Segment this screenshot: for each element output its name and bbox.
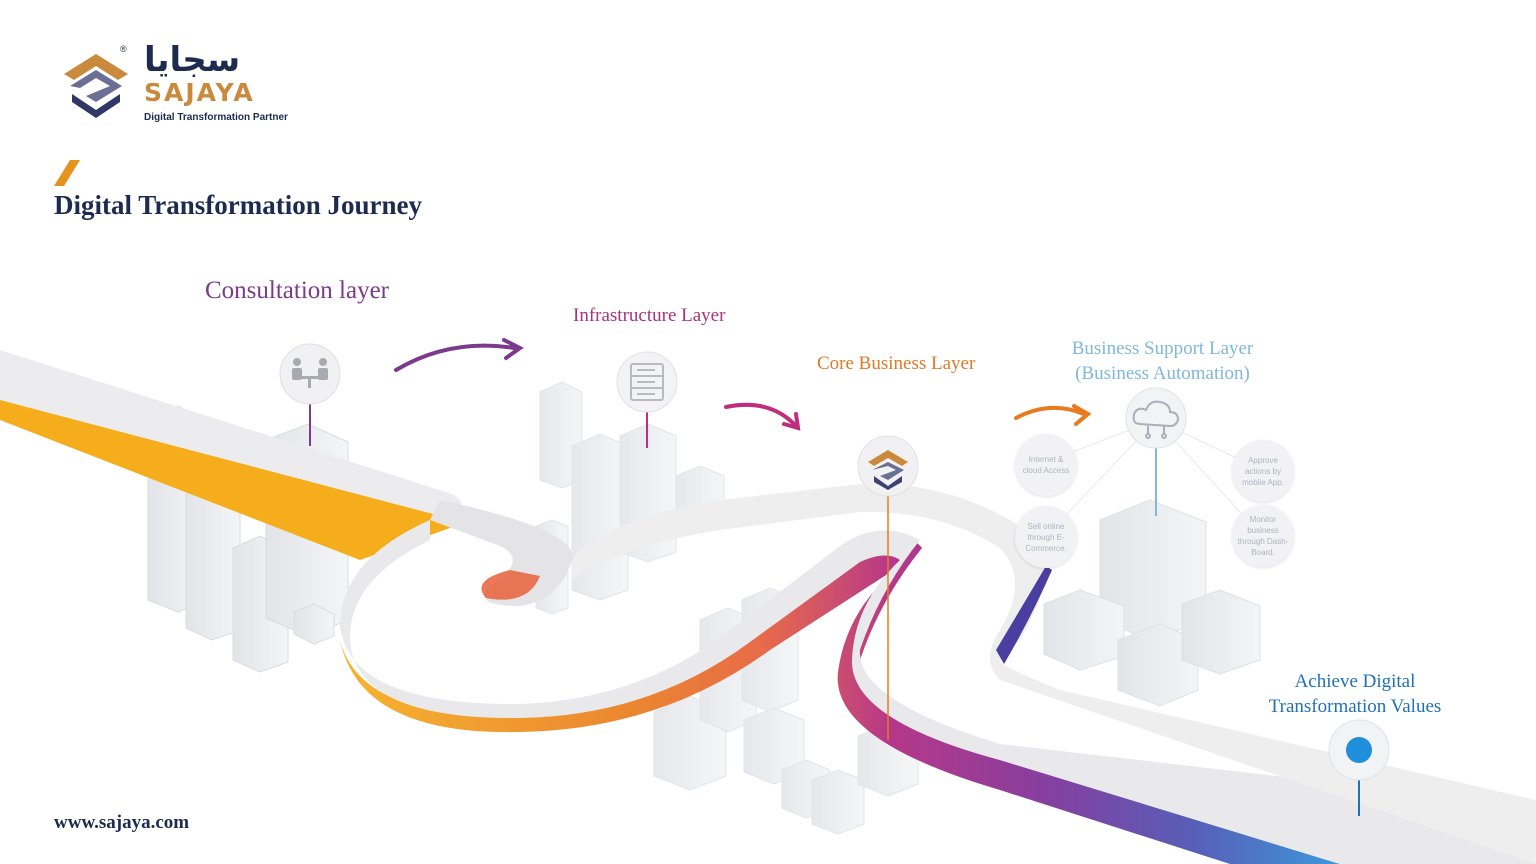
sajaya-logo-mark-icon <box>64 54 128 118</box>
buildings-middle <box>535 381 919 835</box>
pin-achieve <box>1328 719 1390 816</box>
label-consultation-layer: Consultation layer <box>205 277 389 304</box>
label-business-support-layer: Business Support Layer (Business Automat… <box>1040 336 1285 386</box>
logo-tagline: Digital Transformation Partner <box>144 112 288 123</box>
website-link[interactable]: www.sajaya.com <box>54 812 190 833</box>
cloud-network-icon <box>1132 400 1180 439</box>
pin-consultation <box>279 343 341 446</box>
bubble-sell-online: Sell online through E-Commerce. <box>1015 506 1077 568</box>
blue-dot-icon <box>1346 737 1372 763</box>
label-business-support-line1: Business Support Layer <box>1071 338 1254 359</box>
bubble-internet-cloud: Internet & cloud Access <box>1015 434 1077 496</box>
arrow-infra-to-core <box>724 402 801 431</box>
label-achieve-values: Achieve Digital Transformation Values <box>1240 669 1470 719</box>
arrow-core-to-bsl <box>1014 404 1092 426</box>
label-core-business-layer: Core Business Layer <box>817 353 976 374</box>
server-rack-icon <box>630 363 664 401</box>
page-title: Digital Transformation Journey <box>54 190 422 220</box>
registered-mark: ® <box>120 44 127 54</box>
label-achieve-line1: Achieve Digital <box>1294 671 1416 692</box>
road <box>0 350 1536 864</box>
bubble-approve-actions: Approve actions by moblie App. <box>1232 440 1294 502</box>
label-business-support-line2: (Business Automation) <box>1075 363 1250 384</box>
label-achieve-line2: Transformation Values <box>1268 696 1442 717</box>
meeting-people-icon <box>292 358 328 388</box>
logo-english-text: SAJAYA <box>144 78 255 107</box>
label-infrastructure-layer: Infrastructure Layer <box>573 305 726 326</box>
buildings-right <box>1043 499 1261 707</box>
arrow-consult-to-infra <box>394 338 524 372</box>
sajaya-logo-icon <box>868 450 908 490</box>
arrows <box>394 338 1092 431</box>
pin-core-business <box>857 435 919 740</box>
pin-infrastructure <box>616 351 678 448</box>
title-accent-icon <box>54 160 80 186</box>
sajaya-logo[interactable]: ® سجايا SAJAYA Digital Transformation Pa… <box>60 40 290 134</box>
logo-arabic-text: سجايا <box>144 40 241 80</box>
pin-business-support <box>1125 387 1187 516</box>
bubble-monitor-business: Monitor business through Dash-Board. <box>1232 505 1294 567</box>
